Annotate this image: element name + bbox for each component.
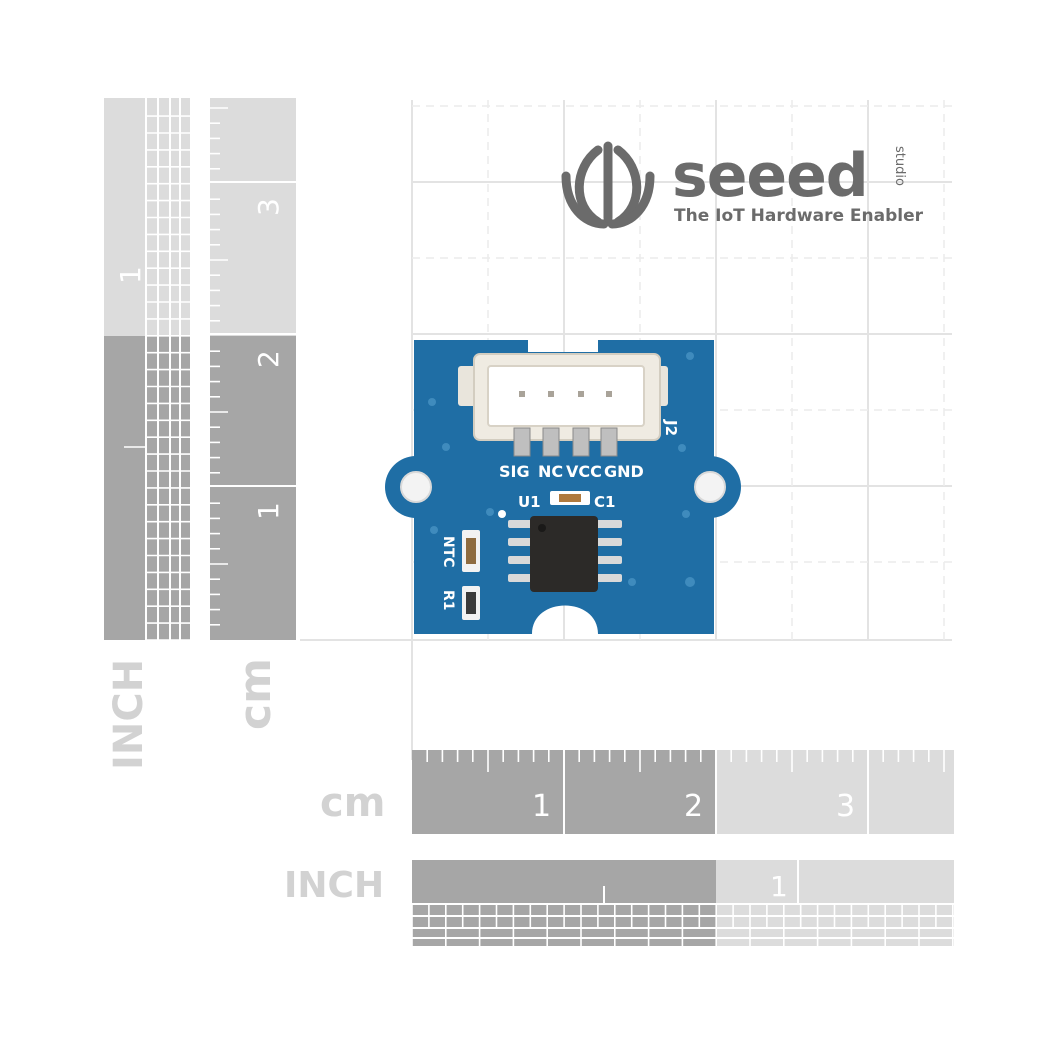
- pin-label-sig: SIG: [499, 462, 530, 481]
- horizontal-cm-ruler: [412, 750, 954, 834]
- vertical-cm-unit-label: cm: [230, 658, 281, 730]
- vertical-inch-ruler: [104, 98, 190, 641]
- vertical-cm-ruler: [210, 98, 296, 640]
- vertical-inch-number-1: 1: [114, 266, 147, 284]
- horizontal-inch-unit-label: INCH: [284, 865, 384, 906]
- ntc-label: NTC: [440, 536, 456, 568]
- horizontal-cm-number-1: 1: [532, 789, 551, 824]
- horizontal-cm-unit-label: cm: [320, 780, 385, 826]
- grove-temperature-sensor-board: J2 SIG NC VCC GND U1 C1: [385, 340, 741, 634]
- seeed-studio-suffix: studio: [892, 146, 907, 186]
- pin-label-vcc: VCC: [566, 462, 602, 481]
- chip-label-u1: U1: [518, 493, 541, 511]
- resistor-label-r1: R1: [440, 590, 456, 611]
- horizontal-inch-ruler: [411, 860, 954, 946]
- seeed-wordmark: seeed: [672, 141, 868, 211]
- pin-label-gnd: GND: [604, 462, 644, 481]
- vertical-cm-number-3: 3: [252, 198, 285, 216]
- vertical-cm-number-1: 1: [252, 502, 285, 520]
- vertical-cm-number-2: 2: [252, 350, 285, 368]
- horizontal-cm-number-2: 2: [684, 789, 703, 824]
- ic-chip: [508, 516, 622, 592]
- vertical-inch-unit-label: INCH: [106, 659, 152, 770]
- connector-label-j2: J2: [662, 419, 680, 436]
- horizontal-cm-number-3: 3: [836, 789, 855, 824]
- pin-label-nc: NC: [538, 462, 563, 481]
- horizontal-inch-number-1: 1: [770, 870, 788, 903]
- cap-label-c1: C1: [594, 493, 615, 511]
- seeed-logo-mark: [561, 141, 655, 229]
- grove-connector: [458, 353, 668, 457]
- seeed-logo: seeed studio The IoT Hardware Enabler: [561, 141, 924, 229]
- seeed-tagline: The IoT Hardware Enabler: [674, 206, 924, 226]
